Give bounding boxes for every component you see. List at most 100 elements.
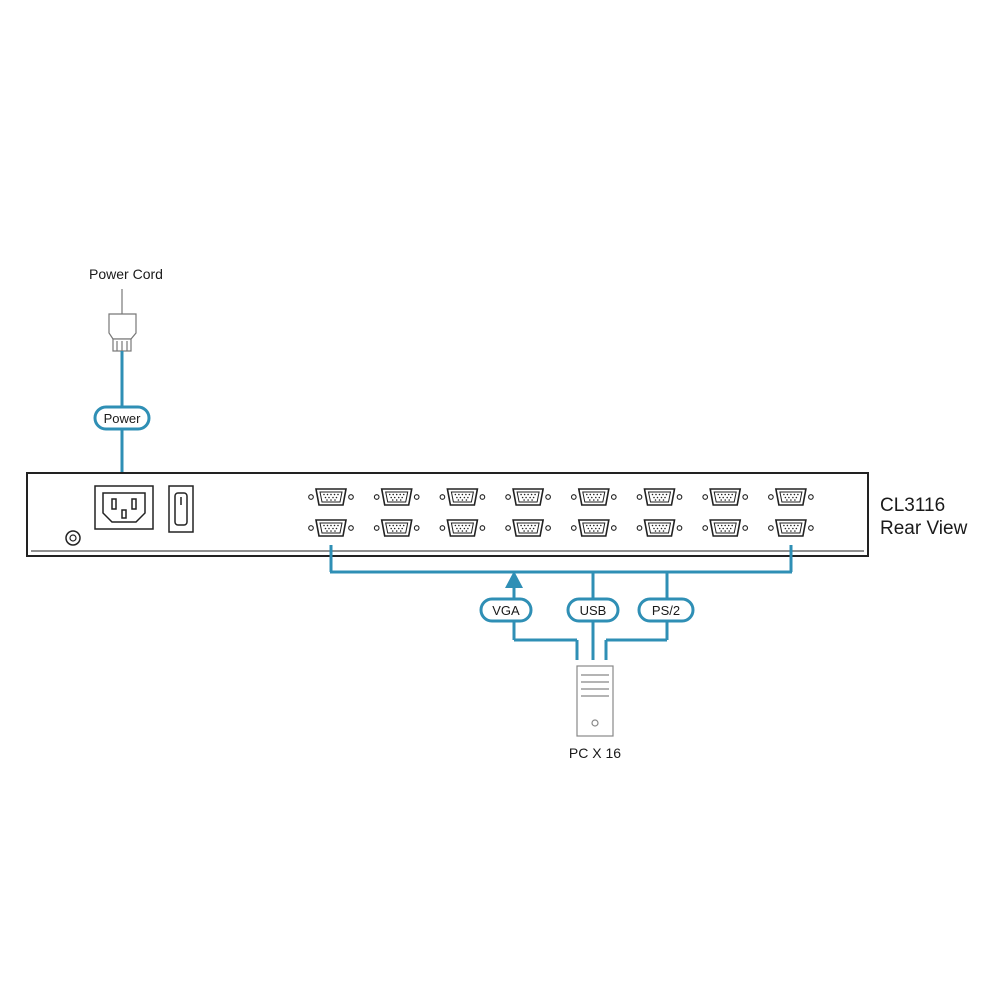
port-shell (380, 519, 413, 537)
port-pin (795, 496, 798, 499)
port-pin (390, 496, 393, 499)
port-pin (597, 499, 599, 501)
port-pin (589, 493, 592, 496)
port-screw-icon (413, 494, 420, 500)
port-shell (709, 488, 742, 506)
port-pin (595, 496, 597, 499)
power-pill: Power (93, 405, 151, 431)
port-screw-icon (439, 525, 446, 531)
port-screw-icon (505, 494, 511, 500)
port-pin (665, 524, 668, 527)
port-pin (665, 493, 668, 496)
port-screw-icon (768, 494, 774, 500)
port-pin (468, 493, 471, 496)
port-screw-icon (413, 525, 420, 531)
port-inner (713, 522, 737, 534)
vga-port (505, 519, 551, 537)
port-pin (654, 530, 657, 532)
port-pin (600, 493, 602, 496)
port-pin (326, 530, 328, 532)
port-pin (790, 524, 792, 527)
port-pin (461, 493, 464, 496)
port-pin (724, 524, 726, 527)
port-pin (662, 499, 665, 501)
port-screw-icon (373, 494, 380, 500)
port-pin (399, 524, 402, 527)
port-pin (463, 496, 466, 499)
port-pin (328, 527, 330, 530)
port-pin (655, 524, 657, 527)
port-pin (388, 524, 391, 527)
port-pin (728, 530, 730, 532)
port-pin (593, 524, 595, 527)
vga-port (702, 519, 749, 537)
port-pin (598, 527, 601, 530)
port-pin (465, 493, 467, 496)
vga-port (439, 519, 486, 537)
port-screw-icon (768, 525, 774, 531)
port-pin (718, 496, 721, 499)
port-pin (786, 493, 789, 496)
port-pin (728, 499, 730, 501)
port-inner (582, 522, 606, 534)
ps2-pill-label: PS/2 (652, 603, 680, 618)
port-pin (399, 530, 402, 532)
port-pin (722, 496, 724, 499)
port-screw-icon (702, 525, 709, 531)
vga-port (570, 488, 617, 506)
port-pin (593, 493, 595, 496)
port-screw-icon (570, 525, 577, 531)
port-shell (512, 519, 545, 537)
port-pin (523, 530, 525, 532)
port-pin (392, 524, 395, 527)
port-screw-icon (373, 525, 380, 531)
port-pin (520, 493, 522, 496)
vga-arrow-icon (505, 571, 523, 588)
port-pin (786, 499, 788, 501)
port-pin (664, 496, 666, 499)
port-inner (713, 491, 737, 503)
port-screw-icon (439, 494, 446, 500)
port-pin (468, 524, 471, 527)
port-pin (330, 530, 332, 532)
port-pin (658, 499, 661, 501)
vga-port (702, 488, 749, 506)
port-screw-icon (676, 525, 683, 531)
port-screw-icon (545, 525, 551, 531)
vga-port (308, 519, 354, 537)
port-screw-icon (610, 525, 617, 531)
ground-screw-icon (65, 530, 81, 546)
port-inner (450, 522, 475, 534)
port-pin (658, 530, 661, 532)
port-pin (397, 496, 400, 499)
port-pin (797, 493, 799, 496)
port-screw-icon (742, 525, 749, 531)
vga-port (636, 519, 683, 537)
port-pin (388, 493, 391, 496)
port-pin (783, 524, 785, 527)
port-pin (783, 493, 785, 496)
port-pin (717, 493, 719, 496)
port-pin (399, 499, 402, 501)
vga-port (768, 519, 814, 537)
port-pin (454, 524, 457, 527)
port-inner (779, 522, 803, 534)
port-pin (456, 527, 458, 530)
port-pin (527, 530, 529, 532)
port-pin (395, 499, 398, 501)
port-pin (731, 493, 733, 496)
vga-port (373, 519, 420, 537)
power-switch (168, 485, 194, 533)
port-inner (385, 522, 409, 534)
kvm-switch-chassis (26, 472, 869, 557)
port-pin (529, 527, 531, 530)
port-pin (660, 527, 663, 530)
port-pin (598, 496, 601, 499)
port-pin (465, 530, 468, 532)
port-shell (577, 519, 610, 537)
port-screw-icon (308, 494, 314, 500)
port-pin (399, 493, 402, 496)
port-pin (323, 524, 325, 527)
port-pin (790, 499, 792, 501)
port-pin (593, 530, 595, 532)
